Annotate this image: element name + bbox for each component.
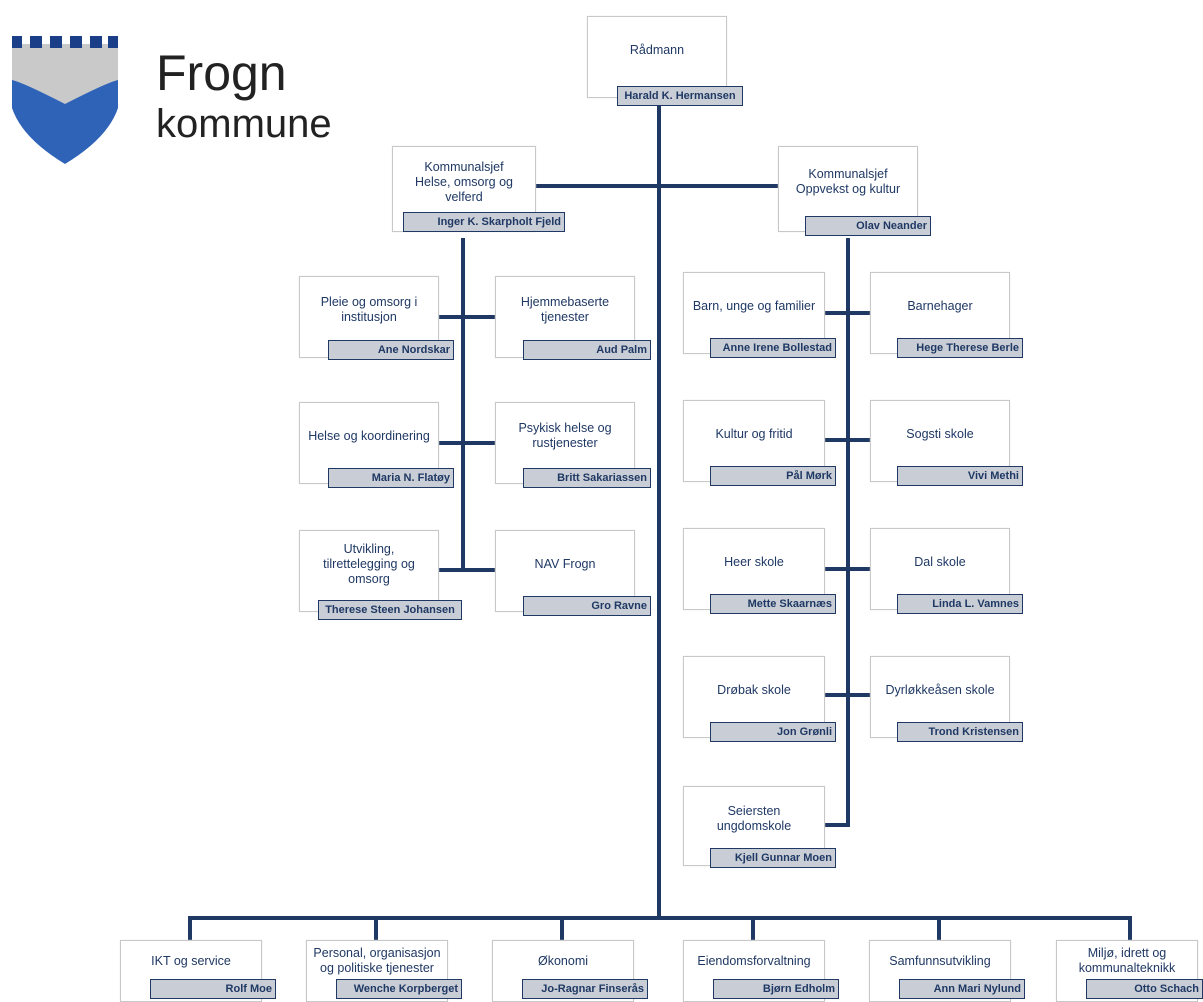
org-box-name: Pål Mørk <box>710 466 836 486</box>
org-box-seiersten-ungdomskole: Seiersten ungdomskole <box>683 786 825 866</box>
org-box-title: Sogsti skole <box>906 426 974 441</box>
frogn-kommune-logo: Frogn kommune <box>8 8 338 168</box>
org-box-title: Samfunnsutvikling <box>889 953 991 968</box>
org-box-name: Linda L. Vamnes <box>897 594 1023 614</box>
org-box-title: Kommunalsjef Oppvekst og kultur <box>795 167 901 196</box>
org-box-name: Gro Ravne <box>523 596 651 616</box>
org-box-title: Heer skole <box>724 554 784 569</box>
org-box-title: Personal, organisasjon og politiske tjen… <box>313 946 441 975</box>
org-box-name: Rolf Moe <box>150 979 276 999</box>
org-box-title: NAV Frogn <box>534 556 596 571</box>
org-box-name: Harald K. Hermansen <box>617 86 743 106</box>
org-box-title: Hjemmebaserte tjenester <box>520 295 610 324</box>
org-box-name: Jon Grønli <box>710 722 836 742</box>
org-box-title: Seiersten ungdomskole <box>716 804 792 833</box>
org-box-title: Barn, unge og familier <box>692 298 816 313</box>
logo-text-kommune: kommune <box>156 102 332 146</box>
org-box-title: Pleie og omsorg i institusjon <box>320 295 418 324</box>
org-box-name: Mette Skaarnæs <box>710 594 836 614</box>
org-box-name: Jo-Ragnar Finserås <box>522 979 648 999</box>
org-box-title: Kommunalsjef Helse, omsorg og velferd <box>415 159 513 204</box>
org-box-name: Trond Kristensen <box>897 722 1023 742</box>
org-box-title: Rådmann <box>629 42 685 57</box>
org-box-name: Aud Palm <box>523 340 651 360</box>
org-box-name: Kjell Gunnar Moen <box>710 848 836 868</box>
org-box-title: Utvikling, tilrettelegging og omsorg <box>323 541 415 586</box>
org-box-name: Otto Schach <box>1086 979 1203 999</box>
org-box-title: Miljø, idrett og kommunalteknikk <box>1078 946 1176 975</box>
org-box-title: Økonomi <box>537 953 589 968</box>
org-box-name: Anne Irene Bollestad <box>710 338 836 358</box>
org-box-name: Wenche Korpberget <box>336 979 462 999</box>
org-box-title: Eiendomsforvaltning <box>697 953 811 968</box>
org-box-title: Kultur og fritid <box>715 426 793 441</box>
org-box-name: Britt Sakariassen <box>523 468 651 488</box>
org-box-name: Ane Nordskar <box>328 340 454 360</box>
org-box-name: Inger K. Skarpholt Fjeld <box>403 212 565 232</box>
org-box-title: Psykisk helse og rustjenester <box>518 421 612 450</box>
org-box-name: Hege Therese Berle <box>897 338 1023 358</box>
org-box-title: Drøbak skole <box>717 682 791 697</box>
org-box-utvikling-tilrettelegging: Utvikling, tilrettelegging og omsorg <box>299 530 439 612</box>
org-box-name: Ann Mari Nylund <box>899 979 1025 999</box>
org-box-name: Bjørn Edholm <box>713 979 839 999</box>
org-box-name: Olav Neander <box>805 216 931 236</box>
org-box-title: IKT og service <box>151 953 231 968</box>
frogn-coat-of-arms-icon <box>12 12 118 164</box>
org-box-name: Therese Steen Johansen <box>318 600 462 620</box>
logo-text-frogn: Frogn <box>156 45 287 101</box>
org-box-name: Vivi Methi <box>897 466 1023 486</box>
org-box-title: Barnehager <box>907 298 973 313</box>
org-box-name: Maria N. Flatøy <box>328 468 454 488</box>
org-box-radmann: Rådmann <box>587 16 727 98</box>
org-box-title: Helse og koordinering <box>308 428 430 443</box>
org-box-title: Dyrløkkeåsen skole <box>885 682 995 697</box>
org-box-title: Dal skole <box>914 554 966 569</box>
